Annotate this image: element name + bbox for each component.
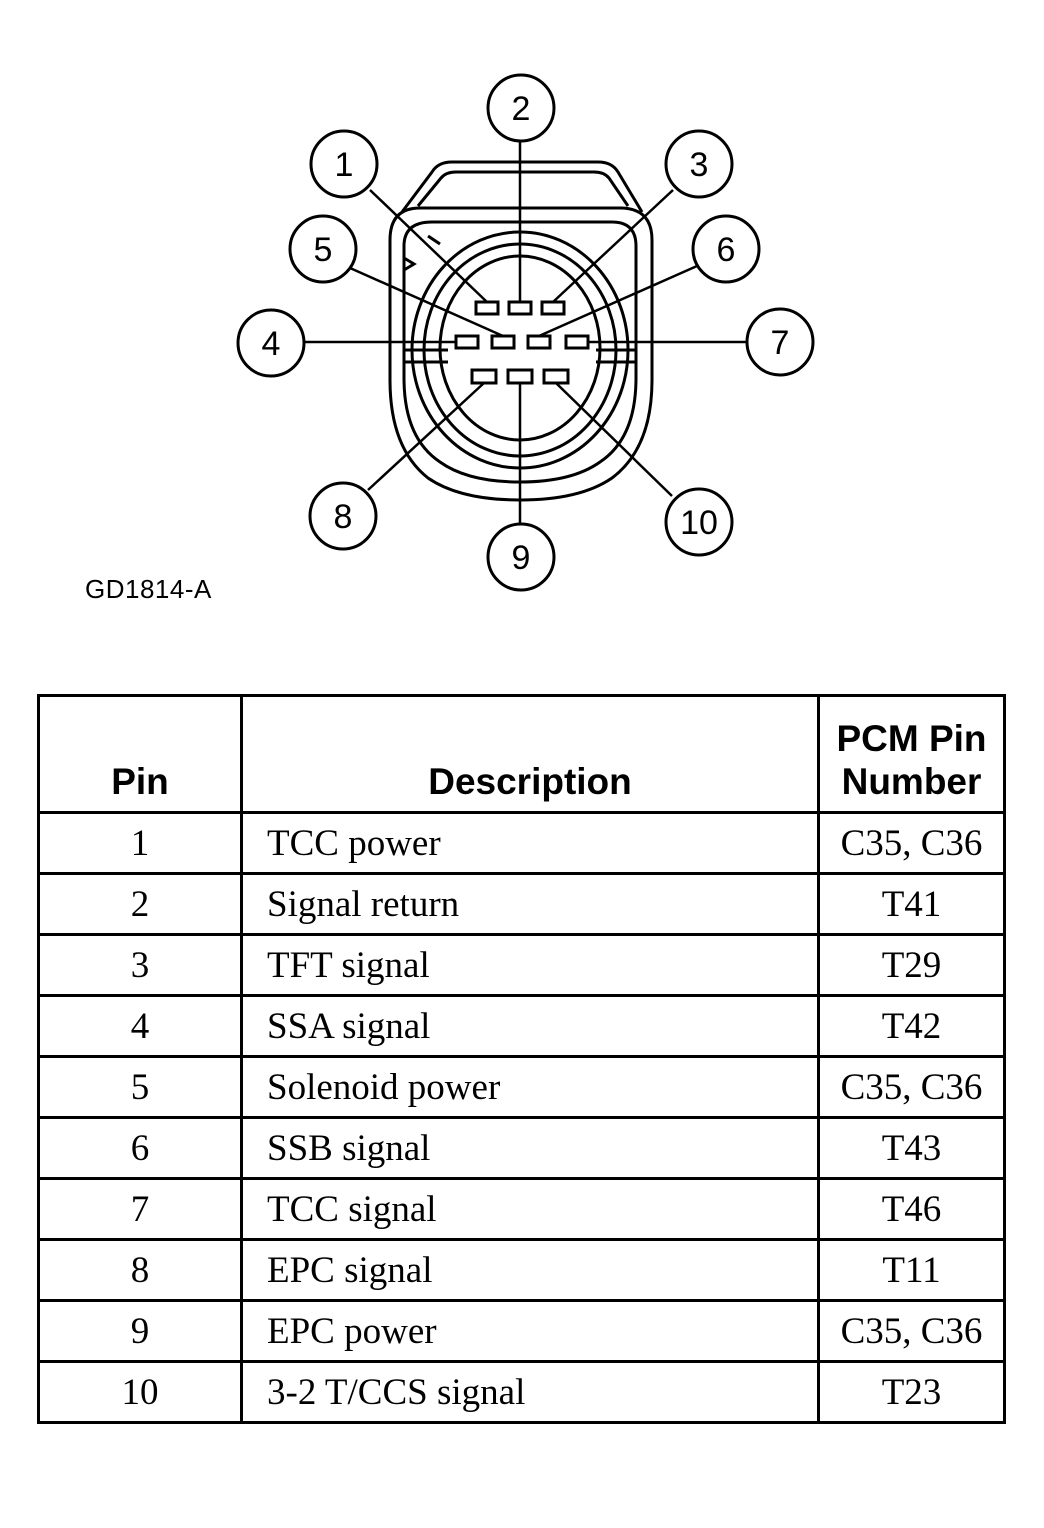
callout-4: 4 (236, 308, 306, 378)
cell-description: TCC signal (240, 1177, 820, 1241)
cell-pcm: T43 (817, 1116, 1006, 1180)
cell-pcm: T11 (817, 1238, 1006, 1302)
table-row: 7 TCC signal T46 (37, 1177, 1006, 1241)
cell-description: EPC power (240, 1299, 820, 1363)
terminal-5 (490, 334, 516, 350)
table-row: 6 SSB signal T43 (37, 1116, 1006, 1180)
svg-text:2: 2 (512, 90, 531, 128)
terminal-2 (507, 300, 533, 316)
table-header-row: Pin Description PCM Pin Number (37, 694, 1006, 814)
header-pcm-pin-number: PCM Pin Number (817, 694, 1006, 814)
header-pcm-line1: PCM Pin (836, 718, 987, 759)
cell-pcm: C35, C36 (817, 1299, 1006, 1363)
terminal-10 (542, 368, 570, 385)
callout-3: 3 (664, 129, 734, 199)
callout-6: 6 (691, 214, 761, 284)
terminal-8 (470, 368, 498, 385)
svg-text:6: 6 (717, 231, 736, 269)
cell-description: Solenoid power (240, 1055, 820, 1119)
cell-pcm: T23 (817, 1360, 1006, 1424)
cell-pcm: T41 (817, 872, 1006, 936)
table-row: 5 Solenoid power C35, C36 (37, 1055, 1006, 1119)
cell-pin: 5 (37, 1055, 243, 1119)
terminal-6 (526, 334, 552, 350)
callout-10: 10 (664, 487, 734, 557)
cell-pin: 9 (37, 1299, 243, 1363)
cell-pin: 10 (37, 1360, 243, 1424)
header-pin: Pin (37, 694, 243, 814)
svg-text:9: 9 (512, 539, 531, 577)
svg-text:3: 3 (690, 146, 709, 184)
header-description: Description (240, 694, 820, 814)
cell-pin: 1 (37, 811, 243, 875)
svg-text:5: 5 (314, 231, 333, 269)
pin-table: Pin Description PCM Pin Number 1 TCC pow… (37, 694, 1006, 1424)
cell-pcm: T46 (817, 1177, 1006, 1241)
cell-description: SSA signal (240, 994, 820, 1058)
cell-description: Signal return (240, 872, 820, 936)
cell-pcm: T42 (817, 994, 1006, 1058)
cell-description: 3-2 T/CCS signal (240, 1360, 820, 1424)
cell-description: EPC signal (240, 1238, 820, 1302)
cell-pin: 6 (37, 1116, 243, 1180)
terminal-3 (540, 300, 566, 316)
svg-text:7: 7 (771, 324, 790, 362)
callout-8: 8 (308, 481, 378, 551)
cell-pin: 7 (37, 1177, 243, 1241)
terminal-9 (506, 368, 534, 385)
cell-description: SSB signal (240, 1116, 820, 1180)
figure-id: GD1814-A (85, 574, 212, 604)
terminal-1 (474, 300, 500, 316)
cell-pcm: C35, C36 (817, 811, 1006, 875)
cell-pin: 3 (37, 933, 243, 997)
callout-5: 5 (288, 214, 358, 284)
cell-description: TFT signal (240, 933, 820, 997)
callout-2: 2 (486, 73, 556, 143)
cell-pin: 4 (37, 994, 243, 1058)
connector-diagram: 1 2 3 4 5 6 7 8 9 10 (236, 73, 815, 592)
svg-text:1: 1 (335, 146, 354, 184)
table-row: 9 EPC power C35, C36 (37, 1299, 1006, 1363)
cell-pin: 2 (37, 872, 243, 936)
svg-text:8: 8 (334, 498, 353, 536)
terminal-7 (564, 334, 590, 350)
callout-7: 7 (745, 307, 815, 377)
table-row: 3 TFT signal T29 (37, 933, 1006, 997)
callout-9: 9 (486, 522, 556, 592)
table-row: 10 3-2 T/CCS signal T23 (37, 1360, 1006, 1424)
cell-pin: 8 (37, 1238, 243, 1302)
table-row: 4 SSA signal T42 (37, 994, 1006, 1058)
cell-pcm: T29 (817, 933, 1006, 997)
table-row: 8 EPC signal T11 (37, 1238, 1006, 1302)
terminal-4 (454, 334, 480, 350)
cell-pcm: C35, C36 (817, 1055, 1006, 1119)
callout-1: 1 (309, 129, 379, 199)
svg-text:4: 4 (262, 325, 281, 363)
svg-text:10: 10 (680, 504, 718, 542)
cell-description: TCC power (240, 811, 820, 875)
header-pcm-line2: Number (841, 761, 982, 802)
table-row: 1 TCC power C35, C36 (37, 811, 1006, 875)
table-row: 2 Signal return T41 (37, 872, 1006, 936)
